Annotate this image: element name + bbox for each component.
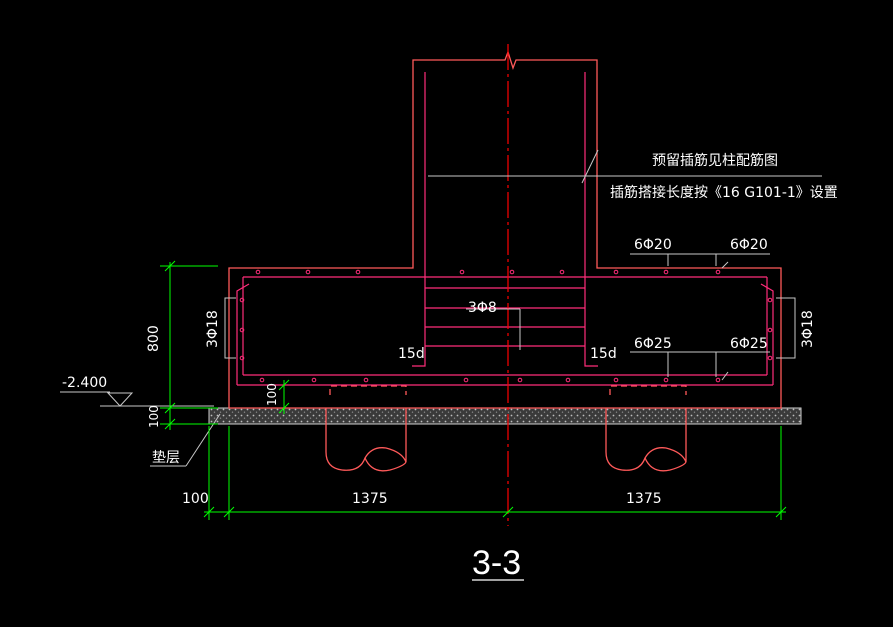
pad-label: 垫层: [152, 450, 180, 466]
dimension-lines: [160, 260, 787, 520]
label-side-left-rebar: 3Φ18: [205, 310, 221, 348]
dim-span-left: 1375: [352, 491, 388, 507]
dim-span-right: 1375: [626, 491, 662, 507]
label-anchor-right: 15d: [590, 346, 617, 362]
elevation-label: -2.400: [62, 375, 107, 391]
dim-height-pad: 100: [147, 405, 161, 428]
label-side-right-rebar: 3Φ18: [800, 310, 816, 348]
foundation-outline: [228, 49, 782, 409]
rebar-cage: [236, 276, 774, 386]
pile-right: [605, 385, 687, 472]
note-line-1: 预留插筋见柱配筋图: [652, 152, 778, 169]
rebar-dots: [239, 269, 773, 383]
label-bottom-left-rebar: 6Φ25: [634, 336, 672, 352]
label-top-right-rebar: 6Φ20: [730, 237, 768, 253]
column-dowels: [412, 72, 598, 367]
dim-left-overhang: 100: [182, 491, 209, 507]
note-line-2: 插筋搭接长度按《16 G101-1》设置: [610, 184, 838, 201]
label-top-left-rebar: 6Φ20: [634, 237, 672, 253]
dim-pad-offset: 100: [265, 383, 279, 406]
label-bottom-right-rebar: 6Φ25: [730, 336, 768, 352]
pile-left: [325, 385, 407, 472]
section-title: 3-3: [472, 544, 521, 582]
label-anchor-left: 15d: [398, 346, 425, 362]
leader-lines: [60, 149, 822, 467]
dim-height-cap: 800: [146, 325, 162, 352]
label-stirrup: 3Φ8: [468, 300, 497, 316]
concrete-pad: [208, 407, 802, 425]
